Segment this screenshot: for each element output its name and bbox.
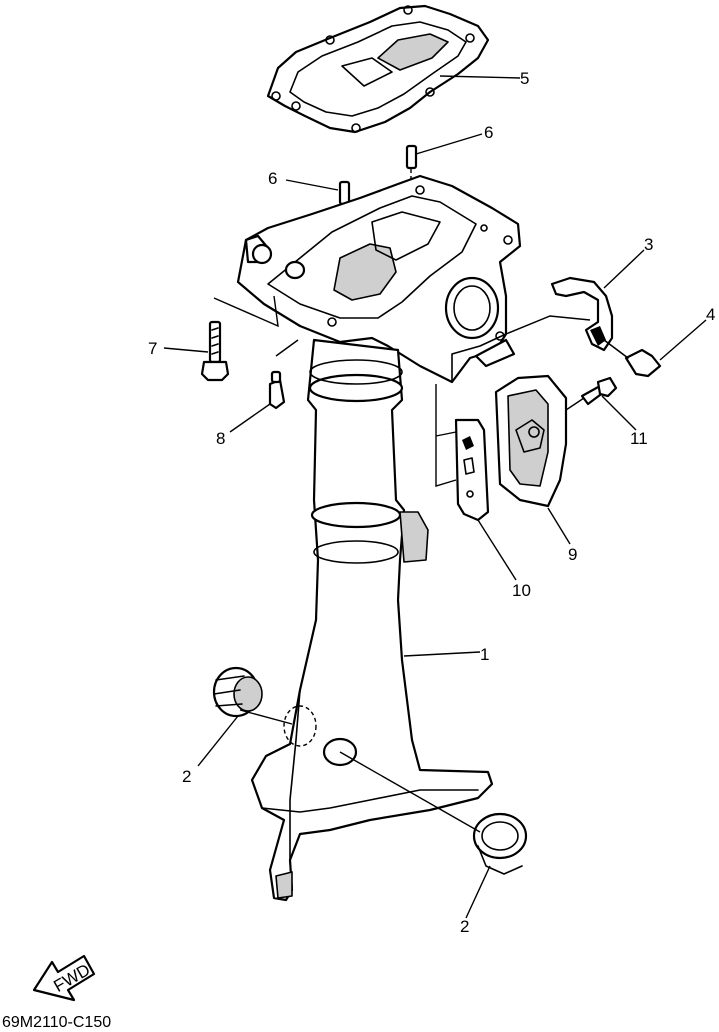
part-nipple-fitting	[268, 370, 286, 410]
callout-8: 8	[216, 429, 225, 448]
callout-2-upper: 2	[182, 767, 191, 786]
callout-5: 5	[520, 69, 529, 88]
part-damper-plate	[454, 418, 490, 522]
part-side-cover	[494, 374, 568, 508]
fwd-direction-arrow: FWD	[32, 954, 96, 1002]
callout-3: 3	[644, 235, 653, 254]
callout-6-left: 6	[268, 169, 277, 188]
callout-9: 9	[568, 545, 577, 564]
part-upper-casing	[236, 174, 522, 384]
part-bolt-long	[200, 320, 230, 382]
diagram-code: 69M2110-C150	[2, 1014, 112, 1031]
callout-10: 10	[512, 581, 531, 600]
callout-2-lower: 2	[460, 917, 469, 936]
callout-4: 4	[706, 305, 715, 324]
part-grommet-upper	[212, 666, 263, 718]
part-lower-casing	[250, 338, 494, 902]
part-grommet-lower	[472, 812, 528, 875]
callout-11: 11	[630, 429, 648, 448]
part-clamp-bracket	[550, 276, 614, 352]
callout-labels: 5 6 6 3 4 7 8 11 9 10 1 2 2	[148, 69, 715, 936]
callout-7: 7	[148, 339, 157, 358]
part-gasket	[266, 4, 490, 134]
part-screw	[580, 376, 618, 406]
part-bolt-small	[603, 339, 662, 378]
leader-lines	[163, 75, 707, 919]
callout-1: 1	[480, 645, 489, 664]
callout-6-right: 6	[484, 123, 493, 142]
